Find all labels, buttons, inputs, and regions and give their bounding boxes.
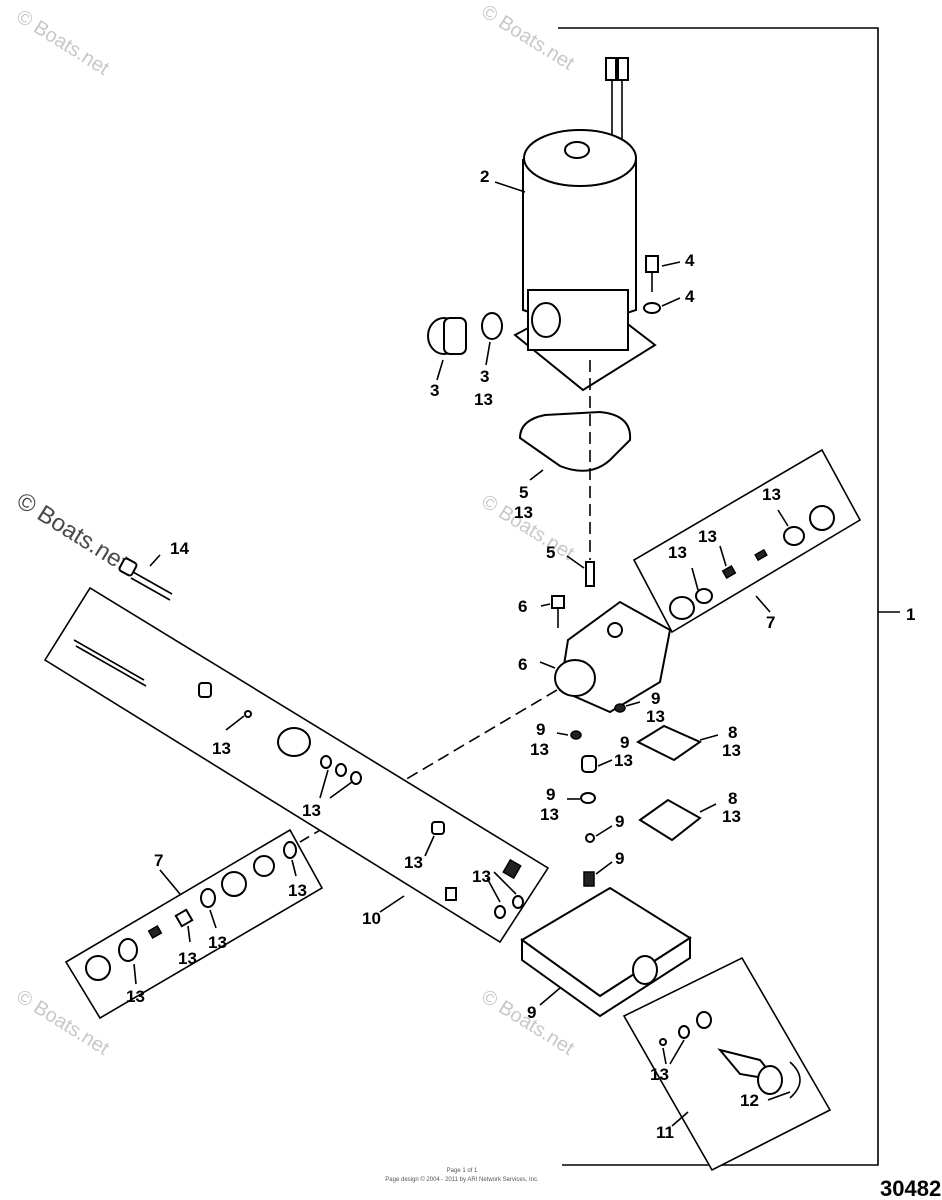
- footer-line-1: Page 1 of 1: [447, 1168, 478, 1174]
- callout-8: 8: [728, 723, 737, 742]
- screw-and-washer: [643, 255, 681, 314]
- callout-13: 13: [530, 740, 549, 759]
- callout-8: 8: [728, 789, 737, 808]
- footer: Page 1 of 1 Page design © 2004 - 2011 by…: [385, 1168, 539, 1183]
- kit-panel-left: [64, 828, 324, 1020]
- callout-4-screw: 4: [685, 251, 695, 270]
- callout-13: 13: [126, 987, 145, 1006]
- callout-9: 9: [546, 785, 555, 804]
- callout-9: 9: [651, 689, 660, 708]
- callout-13: 13: [722, 741, 741, 760]
- figure-number: 30482: [880, 1176, 941, 1200]
- callout-6-screw: 6: [518, 597, 527, 616]
- kit-panel-bottom-right: [622, 956, 832, 1172]
- callout-11: 11: [656, 1123, 674, 1142]
- watermark-top-center: © Boats.net: [477, 1, 578, 75]
- callout-9: 9: [615, 849, 624, 868]
- watermark-left: © Boats.net: [12, 487, 133, 577]
- pump-motor: [494, 57, 657, 392]
- callout-13: 13: [302, 801, 321, 820]
- callout-3: 3: [430, 381, 439, 400]
- valve-body: [299, 595, 672, 843]
- callout-2: 2: [480, 167, 489, 186]
- callout-12: 12: [740, 1091, 759, 1110]
- kit-panel-right: [632, 448, 862, 634]
- footer-line-2: Page design © 2004 - 2011 by ARI Network…: [385, 1176, 539, 1183]
- callout-13: 13: [650, 1065, 669, 1084]
- callout-14: 14: [170, 539, 189, 558]
- callout-13: 13: [668, 543, 687, 562]
- callout-13: 13: [288, 881, 307, 900]
- callout-13: 13: [540, 805, 559, 824]
- callout-10: 10: [362, 909, 381, 928]
- watermark-bottom-center: © Boats.net: [477, 986, 578, 1060]
- gasket: [518, 360, 632, 587]
- bolt: [118, 554, 173, 601]
- callout-13: 13: [646, 707, 665, 726]
- callout-13: 13: [404, 853, 423, 872]
- callout-13: 13: [722, 807, 741, 826]
- callout-13: 13: [178, 949, 197, 968]
- callout-6-body: 6: [518, 655, 527, 674]
- callout-1: 1: [906, 605, 915, 624]
- callout-5-pin: 5: [546, 543, 555, 562]
- callout-9: 9: [536, 720, 545, 739]
- callout-13: 13: [614, 751, 633, 770]
- manifold-block: [520, 886, 692, 1018]
- callout-13: 13: [212, 739, 231, 758]
- callout-13: 13: [514, 503, 533, 522]
- watermark-top-left: © Boats.net: [12, 6, 113, 80]
- callout-13: 13: [472, 867, 491, 886]
- callout-labels: 1 2 3 3 13 4 4 5 13 5 6 6 14 13 13 13 7 …: [126, 167, 915, 1142]
- callout-4-washer: 4: [685, 287, 695, 306]
- plug-and-seal: [427, 312, 503, 381]
- callout-9-manifold: 9: [527, 1003, 536, 1022]
- callout-13: 13: [474, 390, 493, 409]
- callout-9: 9: [615, 812, 624, 831]
- callout-13: 13: [698, 527, 717, 546]
- callout-7-left: 7: [154, 851, 163, 870]
- callout-13: 13: [208, 933, 227, 952]
- kit-panel-large: [43, 586, 550, 944]
- callout-7-right: 7: [766, 613, 775, 632]
- callout-5-gasket: 5: [519, 483, 528, 502]
- callout-13: 13: [762, 485, 781, 504]
- callout-9: 9: [620, 733, 629, 752]
- callout-3-seal: 3: [480, 367, 489, 386]
- small-parts-column: [556, 701, 719, 887]
